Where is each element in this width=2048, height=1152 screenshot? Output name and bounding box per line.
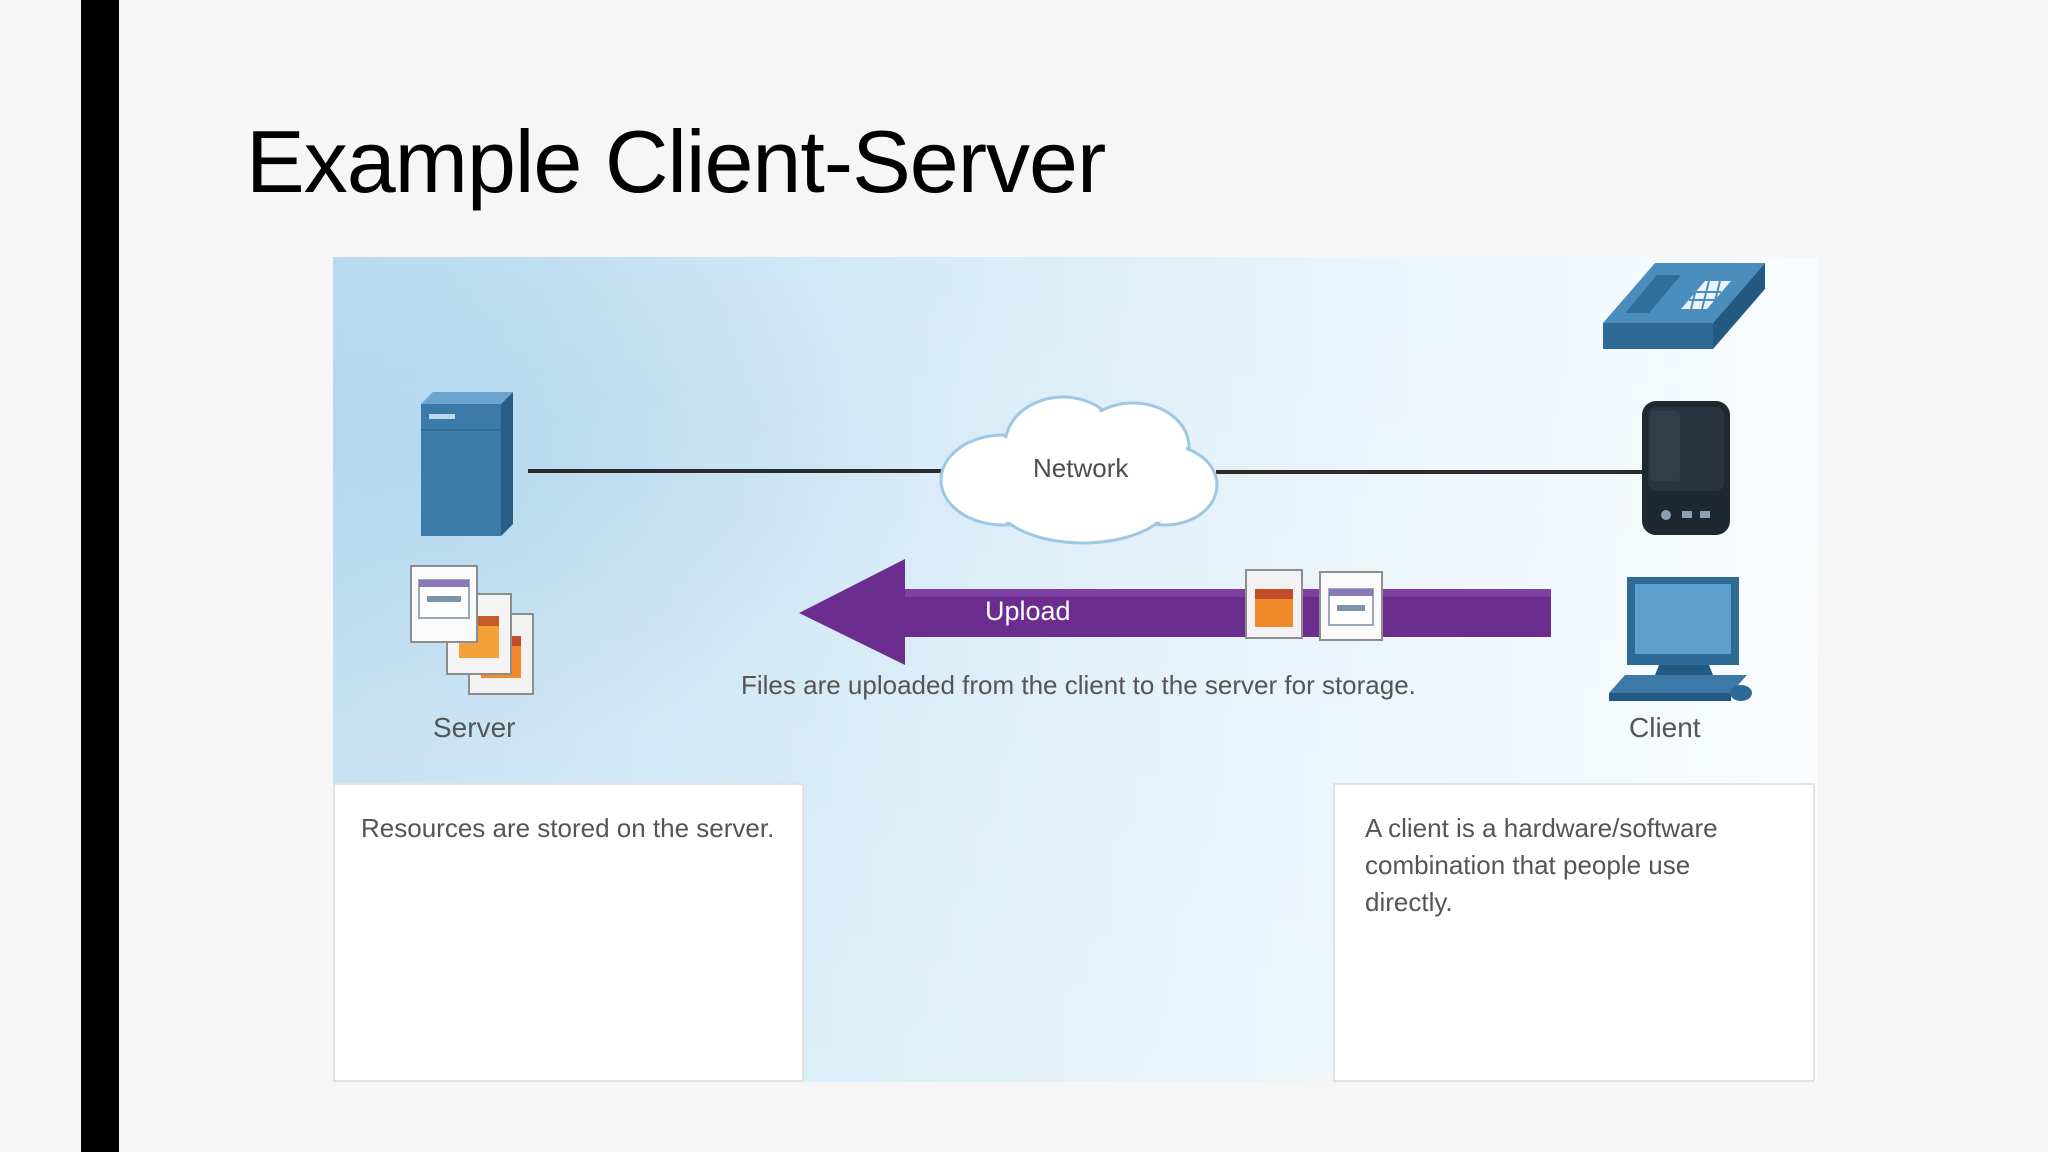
upload-label: Upload (985, 596, 1071, 626)
upload-caption: Files are uploaded from the client to th… (741, 670, 1416, 700)
server-info-box: Resources are stored on the server. (333, 783, 804, 1082)
desktop-pc-icon (1605, 575, 1755, 705)
slide-title: Example Client-Server (246, 112, 1106, 211)
client-info-box: A client is a hardware/software combinat… (1333, 783, 1815, 1082)
diagram-background (333, 257, 1817, 1082)
server-icon (417, 390, 517, 538)
upload-arrow-icon (795, 557, 1555, 667)
network-cloud-icon (933, 385, 1223, 551)
client-info-text: A client is a hardware/software combinat… (1365, 813, 1718, 917)
client-server-diagram: Network Upload Files are uploaded from t… (333, 257, 1817, 1082)
client-label: Client (1629, 712, 1701, 743)
client-file-icon (1243, 567, 1307, 641)
slide-accent-bar (81, 0, 119, 1152)
media-device-icon (1638, 397, 1738, 539)
ip-phone-icon (1595, 257, 1771, 353)
client-document-icon (1317, 569, 1387, 643)
document-stack-icon (407, 562, 547, 697)
server-info-text: Resources are stored on the server. (361, 813, 775, 843)
network-label: Network (1033, 453, 1129, 483)
server-label: Server (433, 712, 516, 743)
